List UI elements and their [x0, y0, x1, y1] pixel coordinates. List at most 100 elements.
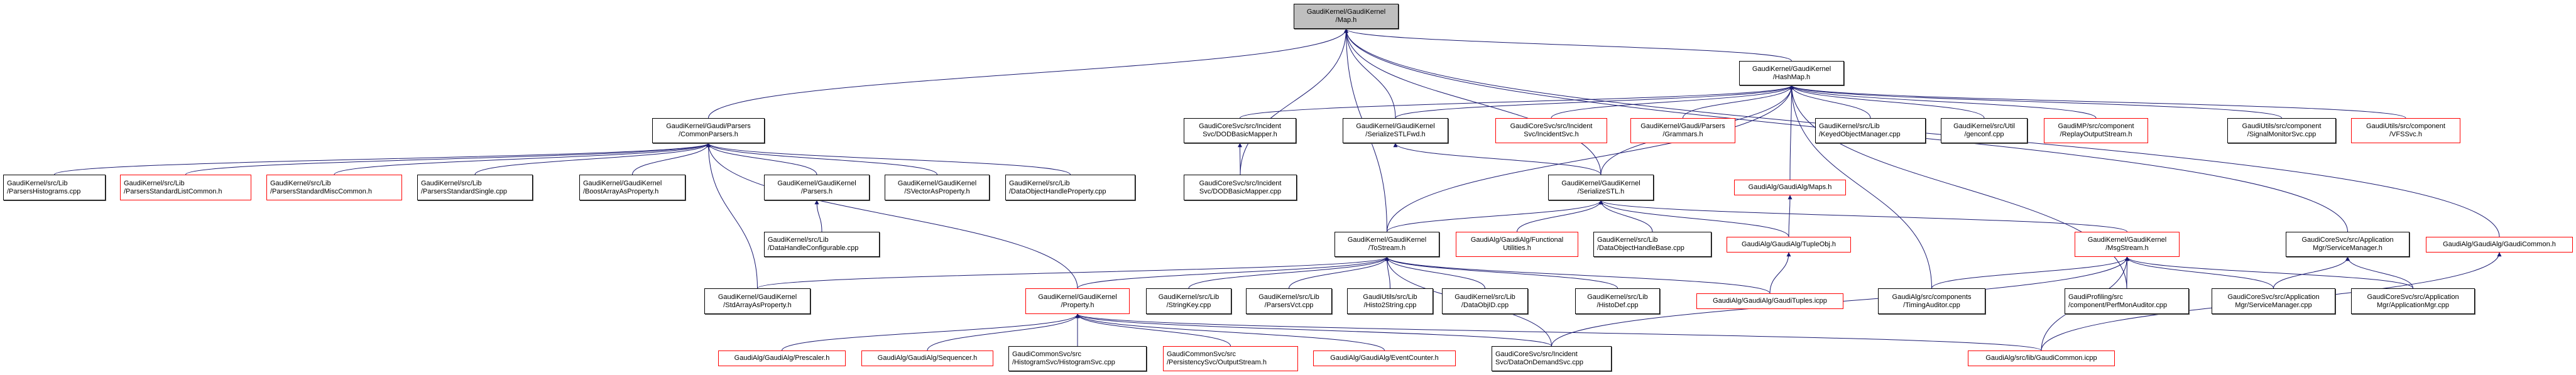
graph-node[interactable]: GaudiKernel/src/Lib/DataObjID.cpp	[1442, 288, 1528, 314]
node-label-line: GaudiKernel/src/Lib	[1454, 293, 1515, 301]
graph-node[interactable]: GaudiKernel/src/Lib/KeyedObjectManager.c…	[1815, 118, 1926, 143]
dependency-edge	[1789, 85, 1985, 119]
node-label-line: Mgr/ServiceManager.cpp	[2235, 301, 2312, 309]
graph-node[interactable]: GaudiUtils/src/component/VFSSvc.h	[2351, 118, 2460, 143]
graph-node[interactable]: GaudiKernel/src/Lib/DataHandleConfigurab…	[764, 232, 880, 257]
node-label: GaudiAlg/GaudiAlg/GaudiTuples.icpp	[1713, 297, 1827, 305]
graph-node[interactable]: GaudiKernel/GaudiKernel/SerializeSTL.h	[1548, 175, 1654, 200]
node-label: GaudiKernel/GaudiKernel/Parsers.h	[777, 180, 856, 196]
graph-node[interactable]: GaudiAlg/src/components/TimingAuditor.cp…	[1878, 288, 1985, 314]
node-label-line: Mgr/ApplicationMgr.cpp	[2377, 301, 2449, 309]
graph-node[interactable]: GaudiKernel/GaudiKernel/SerializeSTLFwd.…	[1343, 118, 1448, 143]
graph-node[interactable]: GaudiAlg/GaudiAlg/EventCounter.h	[1313, 351, 1456, 366]
graph-node[interactable]: GaudiKernel/Gaudi/Parsers/CommonParsers.…	[652, 118, 765, 143]
graph-node[interactable]: GaudiAlg/GaudiAlg/Sequencer.h	[861, 351, 993, 366]
graph-node[interactable]: GaudiKernel/src/Lib/StringKey.cpp	[1146, 288, 1231, 314]
node-label-line: GaudiMP/src/component	[2058, 122, 2134, 130]
node-label: GaudiCommonSvc/src/PersistencySvc/Output…	[1167, 351, 1267, 367]
node-label-line: GaudiKernel/GaudiKernel	[1356, 122, 1435, 130]
graph-node[interactable]: GaudiKernel/GaudiKernel/MsgStream.h	[2075, 232, 2180, 257]
graph-node[interactable]: GaudiKernel/GaudiKernel/Property.h	[1025, 288, 1130, 314]
node-label: GaudiKernel/src/Lib/ParsersHistograms.cp…	[7, 180, 80, 196]
graph-node[interactable]: GaudiKernel/GaudiKernel/Parsers.h	[764, 175, 870, 200]
graph-node[interactable]: GaudiKernel/GaudiKernel/BoostArrayAsProp…	[579, 175, 685, 200]
dependency-edge	[1075, 313, 1552, 347]
graph-node[interactable]: GaudiKernel/GaudiKernel/HashMap.h	[1739, 61, 1844, 85]
node-label-line: /SerializeSTLFwd.h	[1365, 131, 1426, 138]
dependency-edge	[1240, 85, 1794, 119]
node-label: GaudiKernel/GaudiKernel/ToStream.h	[1348, 236, 1426, 253]
graph-node[interactable]: GaudiProfiling/src/component/PerfMonAudi…	[2065, 288, 2189, 314]
dependency-edge	[927, 313, 1080, 351]
node-label: GaudiAlg/GaudiAlg/EventCounter.h	[1330, 354, 1438, 362]
graph-node[interactable]: GaudiKernel/src/Lib/DataObjectHandleProp…	[1005, 175, 1135, 200]
node-label-line: /HistoDef.cpp	[1596, 301, 1639, 309]
dependency-edge	[1931, 256, 2129, 289]
graph-node[interactable]: GaudiUtils/src/Lib/Histo2String.cpp	[1347, 288, 1433, 314]
node-label: GaudiKernel/GaudiKernel/Map.h	[1307, 8, 1385, 24]
dependency-edge	[1385, 256, 1485, 289]
node-label-line: /SerializeSTL.h	[1577, 187, 1625, 195]
graph-node[interactable]: GaudiKernel/Gaudi/Parsers/Grammars.h	[1630, 118, 1735, 143]
graph-node[interactable]: GaudiKernel/GaudiKernel/SVectorAsPropert…	[885, 175, 990, 200]
node-label-line: GaudiKernel/src/Lib	[7, 179, 68, 187]
node-label-line: /VFSSvc.h	[2389, 131, 2422, 138]
graph-node[interactable]: GaudiUtils/src/component/SignalMonitorSv…	[2227, 118, 2336, 143]
node-label-line: /Grammars.h	[1662, 131, 1703, 138]
dependency-edge	[1789, 85, 2282, 119]
graph-node[interactable]: GaudiKernel/src/Util/genconf.cpp	[1941, 118, 2028, 143]
graph-node[interactable]: GaudiKernel/src/Lib/HistoDef.cpp	[1575, 288, 1660, 314]
node-label: GaudiKernel/src/Lib/KeyedObjectManager.c…	[1819, 122, 1901, 139]
dependency-edge	[1238, 143, 1243, 175]
dependency-edge	[706, 143, 1071, 175]
node-label: GaudiKernel/src/Lib/ParsersStandardSingl…	[421, 180, 507, 196]
node-label: GaudiKernel/src/Lib/DataHandleConfigurab…	[768, 236, 858, 253]
node-label-line: GaudiKernel/src/Lib	[421, 179, 482, 187]
dependency-edge	[757, 256, 1389, 289]
dependency-edge	[708, 28, 1348, 119]
node-label-line: /ParsersHistograms.cpp	[7, 187, 81, 195]
graph-node[interactable]: GaudiKernel/src/Lib/DataObjectHandleBase…	[1593, 232, 1711, 257]
graph-node[interactable]: GaudiAlg/GaudiAlg/Maps.h	[1734, 180, 1846, 195]
dependency-edge	[1385, 256, 1771, 294]
graph-node[interactable]: GaudiAlg/GaudiAlg/GaudiTuples.icpp	[1696, 293, 1843, 309]
graph-node[interactable]: GaudiAlg/src/lib/GaudiCommon.icpp	[1968, 351, 2115, 366]
node-label: GaudiAlg/GaudiAlg/TupleObj.h	[1742, 241, 1836, 249]
graph-node[interactable]: GaudiCommonSvc/src/HistogramSvc/Histogra…	[1008, 346, 1147, 371]
graph-node[interactable]: GaudiKernel/GaudiKernel/ToStream.h	[1334, 232, 1439, 257]
node-label: GaudiUtils/src/component/VFSSvc.h	[2366, 122, 2445, 139]
node-label: GaudiKernel/GaudiKernel/SerializeSTL.h	[1561, 180, 1640, 196]
graph-node[interactable]: GaudiKernel/GaudiKernel/StdArrayAsProper…	[704, 288, 810, 314]
graph-node[interactable]: GaudiKernel/src/Lib/ParsersHistograms.cp…	[3, 175, 106, 200]
dependency-edge	[1387, 85, 1794, 232]
node-label-line: GaudiProfiling/src	[2068, 293, 2123, 301]
graph-node[interactable]: GaudiKernel/src/Lib/ParsersStandardListC…	[120, 175, 251, 200]
node-label-line: /Property.h	[1061, 301, 1094, 309]
graph-node[interactable]: GaudiMP/src/component/ReplayOutputStream…	[2044, 118, 2148, 143]
node-label-line: GaudiCoreSvc/src/Application	[2227, 293, 2320, 301]
graph-node[interactable]: GaudiAlg/GaudiAlg/TupleObj.h	[1727, 237, 1851, 253]
graph-node[interactable]: GaudiKernel/src/Lib/ParsersStandardSingl…	[417, 175, 533, 200]
dependency-edge	[2125, 256, 2274, 289]
node-label-line: GaudiAlg/GaudiAlg/GaudiTuples.icpp	[1713, 297, 1827, 305]
node-label: GaudiKernel/src/Lib/StringKey.cpp	[1159, 293, 1220, 310]
graph-node[interactable]: GaudiAlg/GaudiAlg/GaudiCommon.h	[2426, 237, 2573, 253]
graph-node[interactable]: GaudiKernel/src/Lib/ParsersVct.cpp	[1246, 288, 1332, 314]
node-label-line: /DataObjectHandleBase.cpp	[1597, 244, 1684, 252]
node-label-line: GaudiKernel/src/Lib	[1258, 293, 1319, 301]
node-label-line: /PersistencySvc/OutputStream.h	[1167, 359, 1267, 366]
graph-node[interactable]: GaudiCommonSvc/src/PersistencySvc/Output…	[1163, 346, 1298, 371]
graph-node[interactable]: GaudiKernel/src/Lib/ParsersStandardMiscC…	[266, 175, 402, 200]
graph-node[interactable]: GaudiAlg/GaudiAlg/Prescaler.h	[718, 351, 846, 366]
